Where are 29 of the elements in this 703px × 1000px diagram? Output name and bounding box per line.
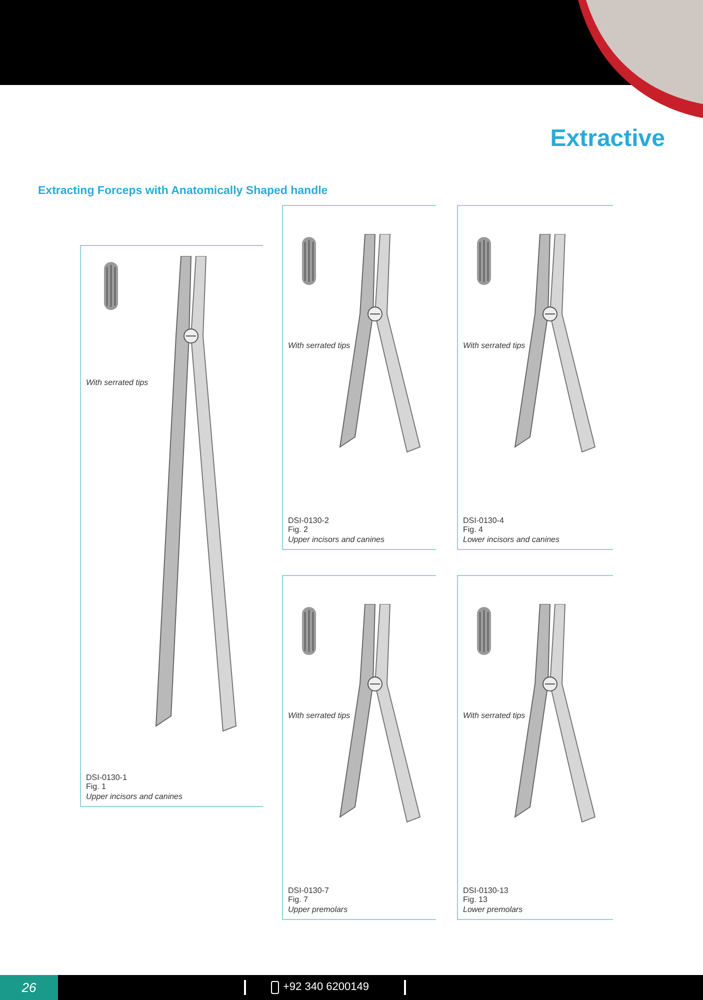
product-code: DSI-0130-2 [288, 516, 329, 526]
figure-number: Fig. 1 [86, 782, 106, 792]
phone-number: +92 340 6200149 [283, 980, 369, 994]
product-description: Upper incisors and canines [288, 535, 384, 545]
product-panel [80, 245, 263, 807]
product-description: Upper premolars [288, 905, 348, 915]
product-panel [457, 575, 613, 920]
product-code: DSI-0130-1 [86, 773, 127, 783]
figure-number: Fig. 7 [288, 895, 308, 905]
note-text: With serrated tips [463, 341, 526, 351]
product-panel [457, 205, 613, 550]
product-panel [282, 205, 436, 550]
product-code: DSI-0130-13 [463, 886, 508, 896]
page-number: 26 [0, 975, 58, 1000]
page-title: Extractive [550, 125, 665, 153]
figure-number: Fig. 2 [288, 525, 308, 535]
note-text: With serrated tips [288, 711, 350, 721]
section-heading: Extracting Forceps with Anatomically Shaped handle [38, 185, 328, 197]
product-description: Lower incisors and canines [463, 535, 560, 545]
product-code: DSI-0130-4 [463, 516, 504, 526]
note-text: With serrated tips [463, 711, 526, 721]
figure-number: Fig. 4 [463, 525, 484, 535]
figure-number: Fig. 13 [463, 895, 488, 905]
note-text: With serrated tips [288, 341, 350, 351]
note-text: With serrated tips [86, 378, 148, 388]
product-panel [282, 575, 436, 920]
product-description: Upper incisors and canines [86, 792, 182, 802]
product-description: Lower premolars [463, 905, 523, 915]
product-code: DSI-0130-7 [288, 886, 329, 896]
